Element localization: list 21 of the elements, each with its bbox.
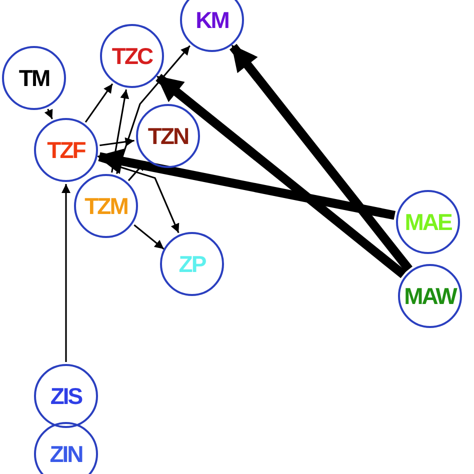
node-label: ZP <box>178 252 206 276</box>
node-label: TZC <box>112 44 152 68</box>
node-label: TM <box>18 66 50 90</box>
arrow <box>134 224 164 250</box>
node-label: ZIN <box>50 442 82 466</box>
arrow <box>116 45 190 174</box>
node-label: MAW <box>404 284 456 308</box>
arrow <box>44 108 53 120</box>
node-label: KM <box>196 8 228 32</box>
node-label: ZIS <box>50 384 82 408</box>
arrow <box>62 184 70 362</box>
arrow <box>84 83 114 123</box>
node-label: TZN <box>148 124 188 148</box>
arrow <box>111 89 130 173</box>
node-label: MAE <box>404 210 452 234</box>
arrow <box>98 159 180 234</box>
arrow <box>230 44 412 272</box>
node-label: TZM <box>84 194 128 218</box>
node-label: TZF <box>47 138 85 162</box>
arrow <box>100 137 134 146</box>
arrow <box>156 74 406 278</box>
